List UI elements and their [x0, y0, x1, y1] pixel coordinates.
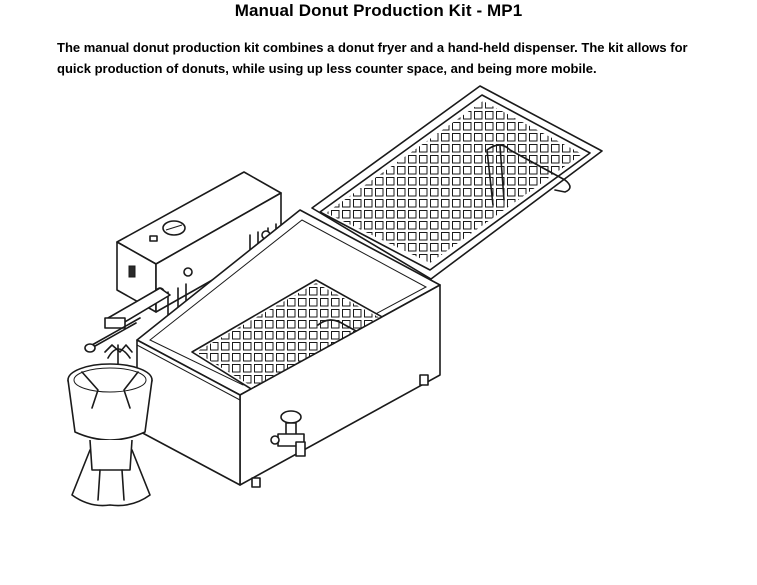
fryer-and-dispenser-illustration: [67, 85, 603, 507]
dispenser-arm: [84, 287, 171, 353]
fryer-tank: [136, 209, 441, 488]
page-title: Manual Donut Production Kit - MP1: [234, 1, 523, 20]
hand-held-dispenser: [67, 344, 153, 507]
product-description: The manual donut production kit combines…: [57, 40, 688, 76]
control-box: [116, 171, 282, 346]
